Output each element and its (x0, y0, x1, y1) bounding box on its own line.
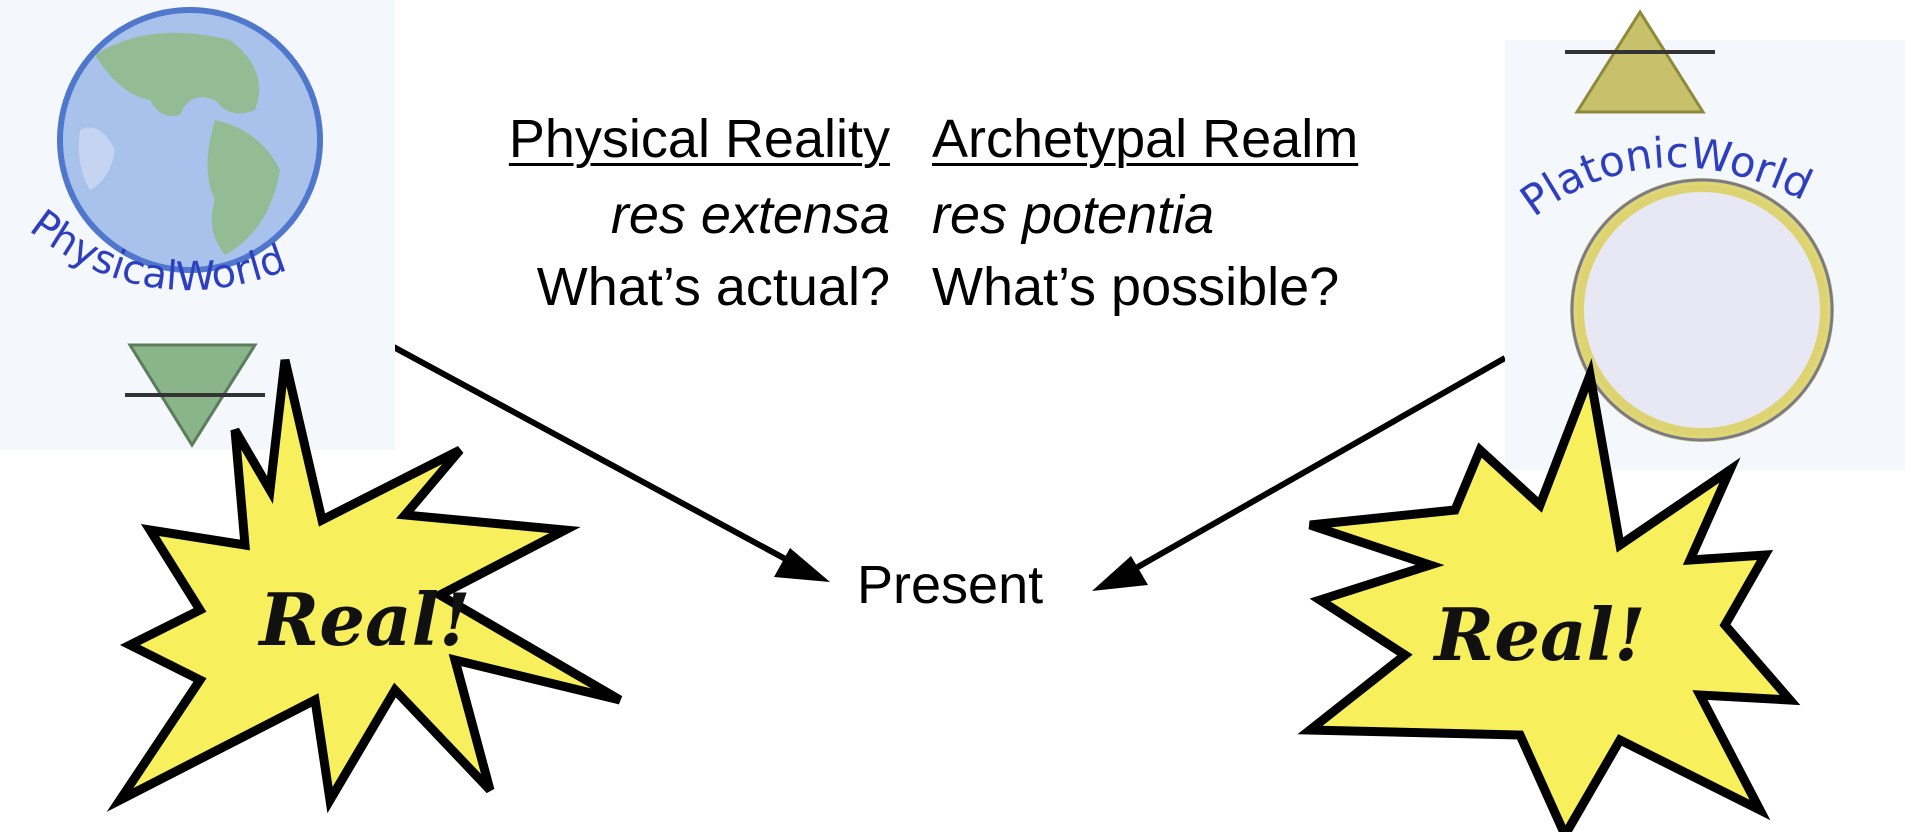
whats-possible-question: What’s possible? (932, 260, 1339, 314)
whats-actual-question: What’s actual? (537, 260, 890, 314)
res-extensa-label: res extensa (611, 188, 890, 242)
burst-right-label: Real! (1432, 592, 1645, 677)
present-label: Present (857, 558, 1043, 612)
archetypal-realm-heading: Archetypal Realm (932, 112, 1358, 166)
res-potentia-label: res potentia (932, 188, 1214, 242)
physical-reality-heading: Physical Reality (509, 112, 890, 166)
